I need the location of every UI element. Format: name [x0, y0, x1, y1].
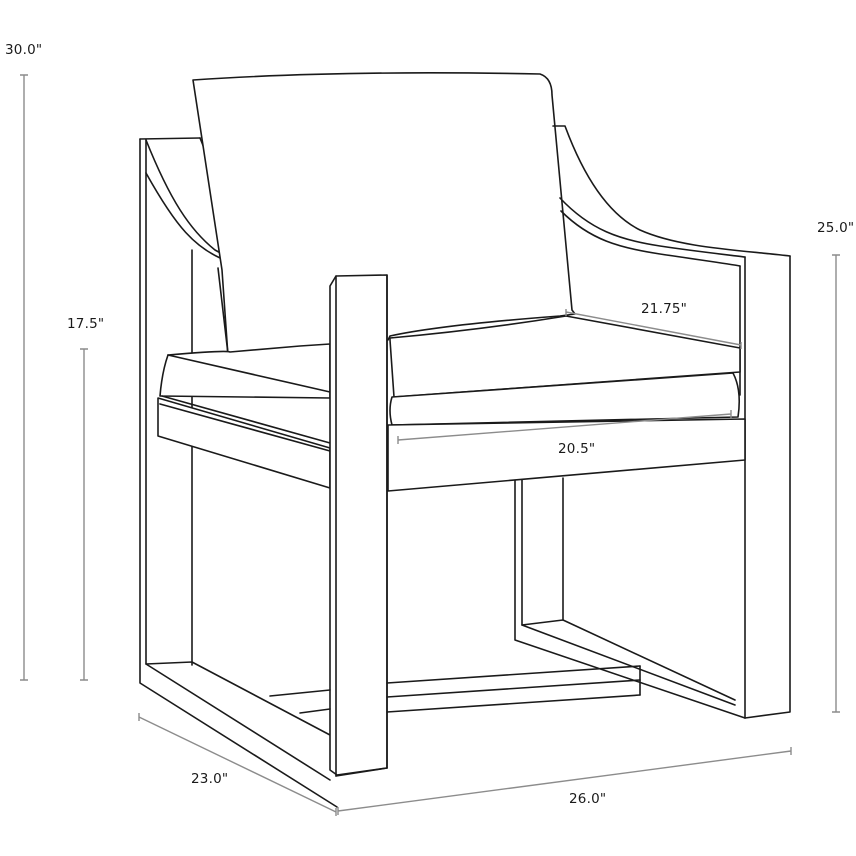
label-seat-width: 20.5" [558, 441, 596, 457]
dim-line-overall-height [20, 74, 28, 681]
label-arm-height: 25.0" [817, 220, 855, 236]
front-right-arm-post [329, 274, 388, 777]
dim-line-overall-depth [138, 713, 337, 816]
label-overall-height: 30.0" [5, 42, 43, 58]
dim-line-overall-width [337, 747, 792, 815]
label-seat-height: 17.5" [67, 316, 105, 332]
dim-line-seat-height [80, 348, 88, 681]
back-cushion [192, 72, 576, 357]
seat-frame-rail [157, 397, 746, 492]
dimension-lines [20, 74, 840, 816]
dim-line-seat-width [397, 410, 732, 444]
right-arm-frame-back [514, 125, 791, 719]
bottom-stretcher [269, 665, 641, 714]
label-overall-width: 26.0" [569, 791, 607, 807]
label-overall-depth: 23.0" [191, 771, 229, 787]
label-seat-depth: 21.75" [641, 301, 688, 317]
dim-line-seat-depth [565, 309, 742, 349]
dim-line-arm-height [832, 254, 840, 713]
seat-cushion [159, 315, 741, 444]
